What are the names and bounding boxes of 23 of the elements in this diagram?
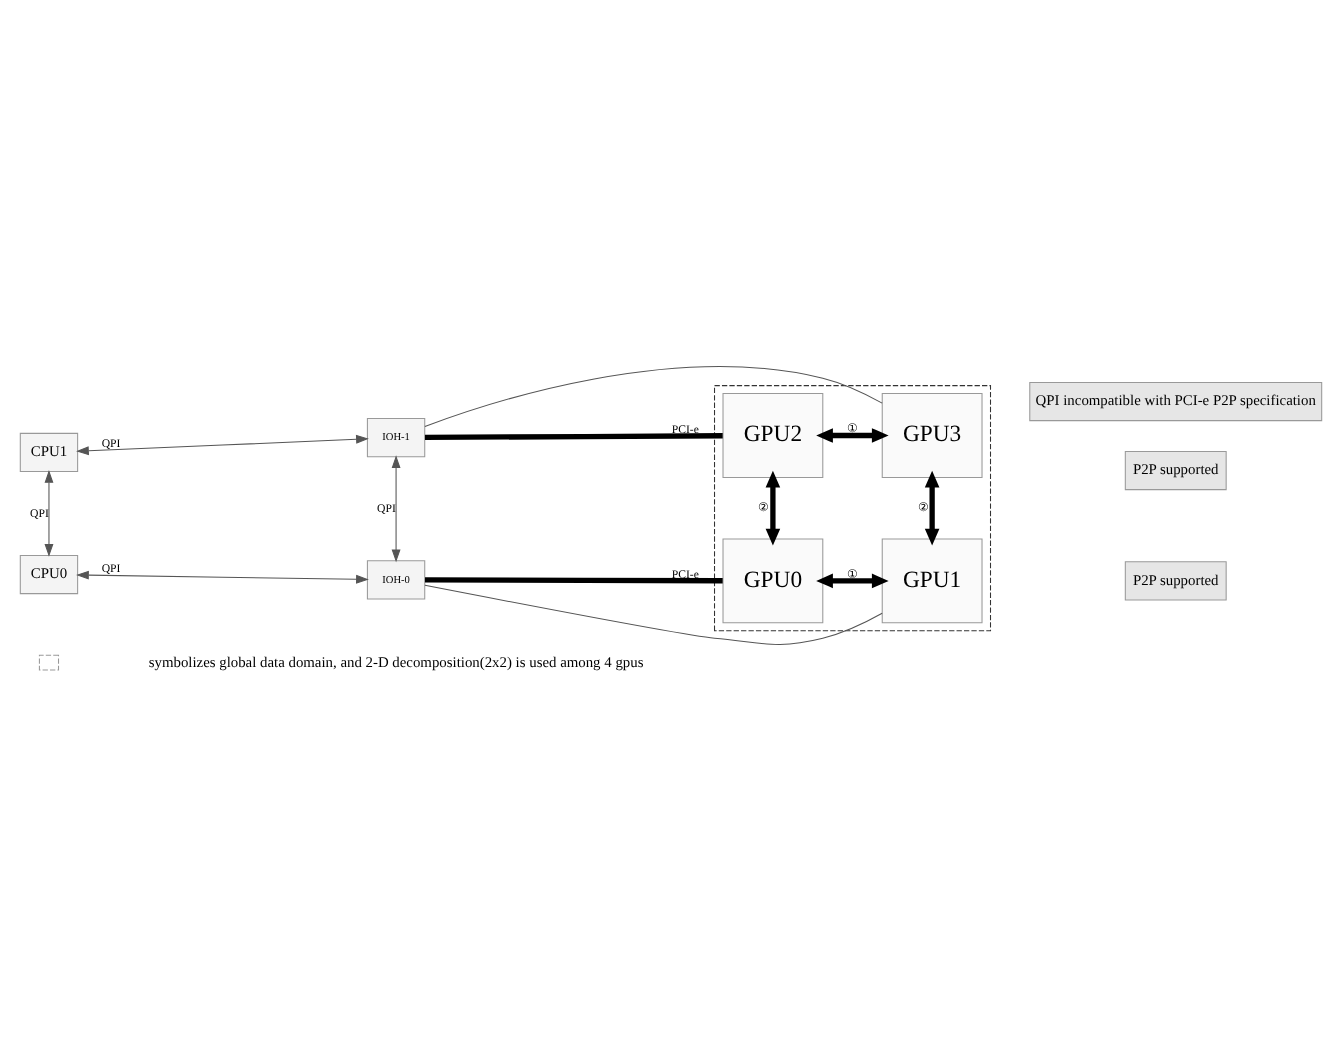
node-box: GPU2 [722,393,824,478]
arrow [816,573,889,589]
node-box: GPU1 [881,538,983,624]
connector [425,577,723,584]
legend-label: symbolizes global data domain, and 2-D decomposition(2x2) is used among 4 gpus [148,652,644,671]
arrow [391,455,401,563]
node-box: GPU0 [722,538,824,624]
node-box: P2P supported [1124,450,1227,491]
arrow [924,470,940,546]
arrow [44,470,54,557]
node-box: CPU1 [19,432,79,473]
node-box: QPI incompatible with PCI-e P2P specification [1029,381,1323,422]
node-box: GPU3 [881,393,983,478]
connector [424,366,883,428]
cluster [714,385,992,632]
node-box: CPU0 [19,554,79,595]
connector [424,584,883,646]
connector [424,433,723,441]
arrow [816,428,889,443]
arrow [76,570,369,584]
arrow [765,470,781,546]
node-box: P2P supported [1124,561,1227,601]
arrow [76,434,369,456]
